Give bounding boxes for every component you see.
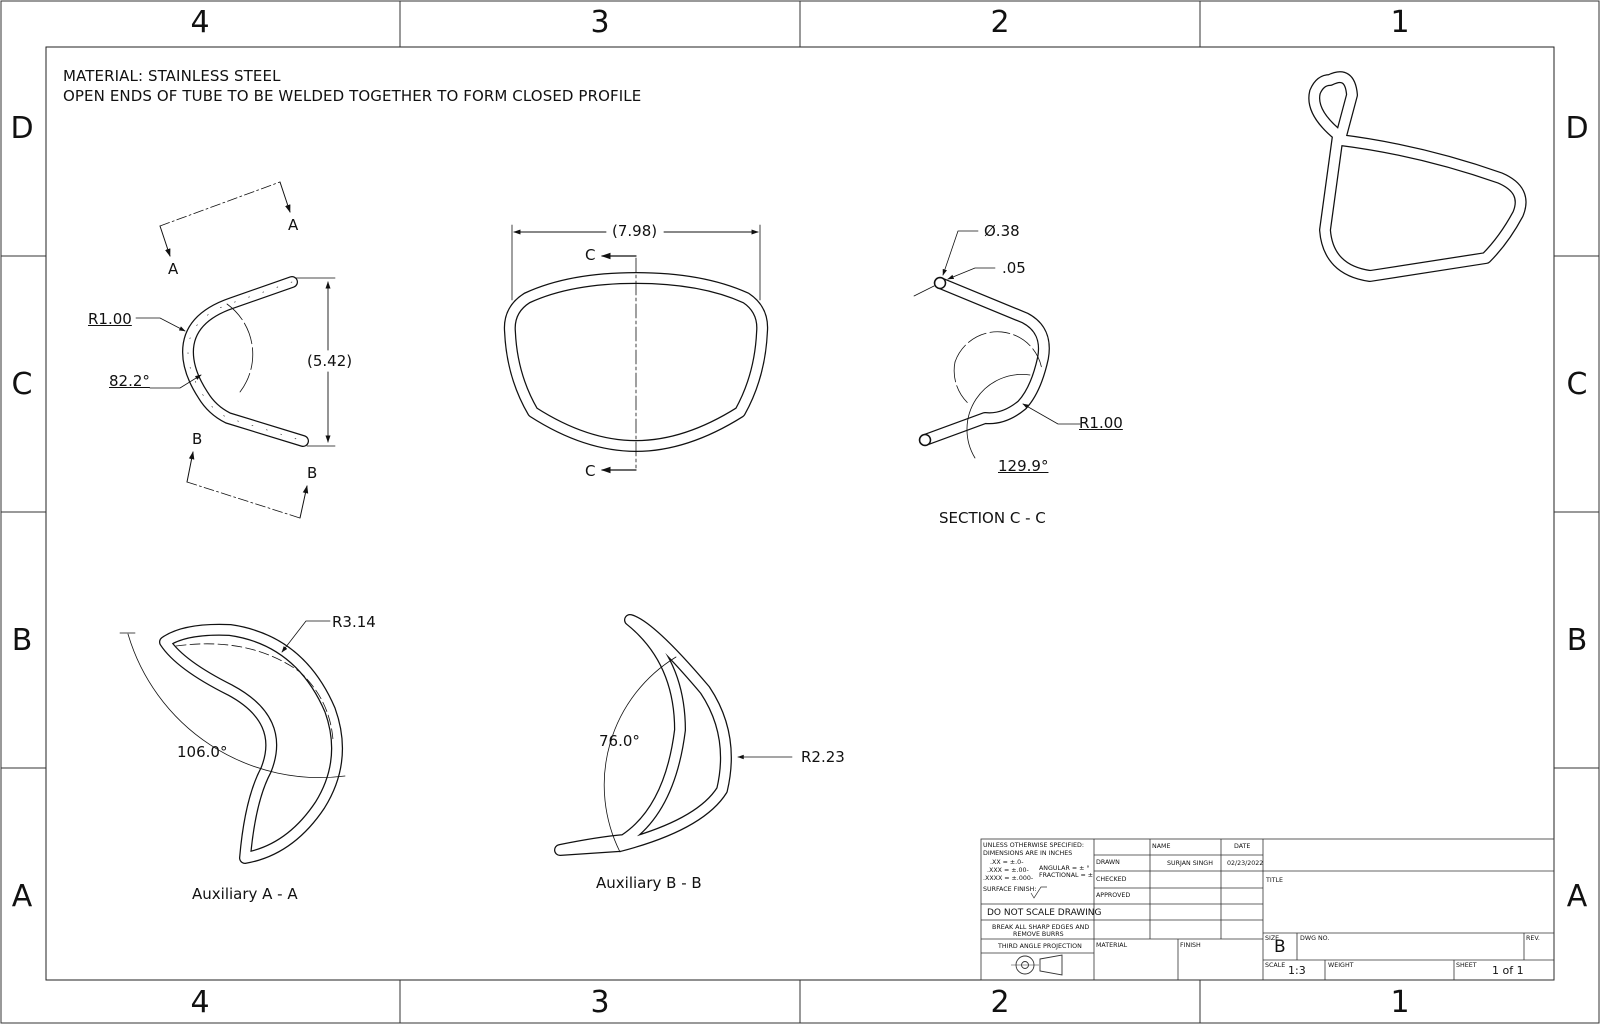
tb-drawn-date: 02/23/2022 (1227, 860, 1264, 867)
tb-drawn-name: SURJAN SINGH (1167, 860, 1213, 867)
top-section-c-lower: C (585, 462, 596, 480)
section-cc-view (913, 230, 1081, 459)
tb-angular: ANGULAR = ± ° (1039, 865, 1090, 872)
tb-approved-label: APPROVED (1096, 892, 1131, 899)
aux-a-title: Auxiliary A - A (192, 885, 298, 903)
front-section-a-left: A (168, 260, 179, 278)
zone-row-right-D: D (1565, 111, 1589, 146)
zone-row-left-D: D (10, 111, 34, 146)
surface-finish-icon (1030, 886, 1047, 899)
section-cc-angle-dim: 129.9° (998, 457, 1049, 475)
tb-spec-line-1: UNLESS OTHERWISE SPECIFIED: (983, 842, 1084, 849)
tb-tol-xxx: .XXX = ±.00- (987, 867, 1029, 874)
zone-col-bottom-4: 4 (190, 985, 210, 1020)
front-section-a-right: A (288, 216, 299, 234)
tb-drawn-label: DRAWN (1096, 859, 1120, 866)
zone-col-top-2: 2 (990, 5, 1010, 40)
tb-size-label: SIZE (1265, 935, 1280, 942)
top-view (503, 224, 769, 474)
zone-row-right-B: B (1566, 623, 1588, 658)
front-angle-dim: 82.2° (109, 372, 150, 390)
section-cc-title: SECTION C - C (939, 509, 1046, 527)
tb-sheet-value: 1 of 1 (1492, 964, 1524, 977)
tb-tol-xxxx: .XXXX = ±.000- (983, 875, 1034, 882)
tb-scale-value: 1:3 (1288, 964, 1306, 977)
tb-break-edges-2: REMOVE BURRS (1013, 931, 1064, 938)
tb-date-header: DATE (1234, 843, 1251, 850)
tb-scale-label: SCALE (1265, 962, 1286, 969)
isometric-view (1308, 71, 1527, 282)
zone-col-bottom-3: 3 (590, 985, 610, 1020)
tb-do-not-scale: DO NOT SCALE DRAWING (987, 908, 1102, 918)
zone-col-top-3: 3 (590, 5, 610, 40)
tb-surface-finish: SURFACE FINISH: (983, 886, 1037, 893)
tb-sheet-label: SHEET (1456, 962, 1477, 969)
tb-tol-xx: .XX = ±.0- (990, 859, 1024, 866)
title-block-grid (980, 838, 1555, 981)
aux-b-title: Auxiliary B - B (596, 874, 702, 892)
zone-row-left-C: C (11, 367, 33, 402)
zone-row-left-A: A (11, 879, 33, 914)
front-radius-dim: R1.00 (88, 310, 132, 328)
zone-row-right-C: C (1566, 367, 1588, 402)
aux-a-radius-dim: R3.14 (332, 613, 376, 631)
zone-col-top-4: 4 (190, 5, 210, 40)
zone-col-top-1: 1 (1390, 5, 1410, 40)
section-cc-diameter-dim: Ø.38 (984, 222, 1020, 240)
tb-spec-line-2: DIMENSIONS ARE IN INCHES (983, 850, 1073, 857)
weld-note: OPEN ENDS OF TUBE TO BE WELDED TOGETHER … (63, 87, 642, 105)
tb-break-edges-1: BREAK ALL SHARP EDGES AND (992, 924, 1090, 931)
aux-a-angle-dim: 106.0° (177, 743, 228, 761)
third-angle-projection-icon (1011, 954, 1063, 976)
tb-dwg-no-label: DWG NO. (1300, 935, 1330, 942)
tb-finish-label: FINISH (1180, 942, 1201, 949)
section-cc-wall-dim: .05 (1002, 259, 1026, 277)
tb-projection: THIRD ANGLE PROJECTION (998, 943, 1082, 950)
tb-rev-label: REV. (1526, 935, 1540, 942)
auxiliary-b-view (554, 614, 793, 856)
tb-name-header: NAME (1152, 843, 1171, 850)
top-section-c-upper: C (585, 246, 596, 264)
aux-b-radius-dim: R2.23 (801, 748, 845, 766)
zone-row-left-B: B (11, 623, 33, 658)
section-cc-radius-dim: R1.00 (1079, 414, 1123, 432)
tb-checked-label: CHECKED (1096, 876, 1127, 883)
auxiliary-a-view (119, 620, 346, 864)
tb-weight-label: WEIGHT (1328, 962, 1354, 969)
tb-size-value: B (1274, 937, 1286, 957)
tb-material-label: MATERIAL (1096, 942, 1128, 949)
zone-row-right-A: A (1566, 879, 1588, 914)
material-note: MATERIAL: STAINLESS STEEL (63, 67, 281, 85)
front-section-b-left: B (192, 430, 203, 448)
tb-fractional: FRACTIONAL = ± (1039, 872, 1094, 879)
tb-title-label: TITLE (1266, 877, 1284, 884)
zone-col-bottom-1: 1 (1390, 985, 1410, 1020)
aux-b-angle-dim: 76.0° (599, 732, 640, 750)
front-section-b-right: B (307, 464, 318, 482)
front-view (135, 181, 336, 519)
top-width-dim: (7.98) (612, 222, 658, 240)
front-height-dim: (5.42) (307, 352, 353, 370)
zone-col-bottom-2: 2 (990, 985, 1010, 1020)
